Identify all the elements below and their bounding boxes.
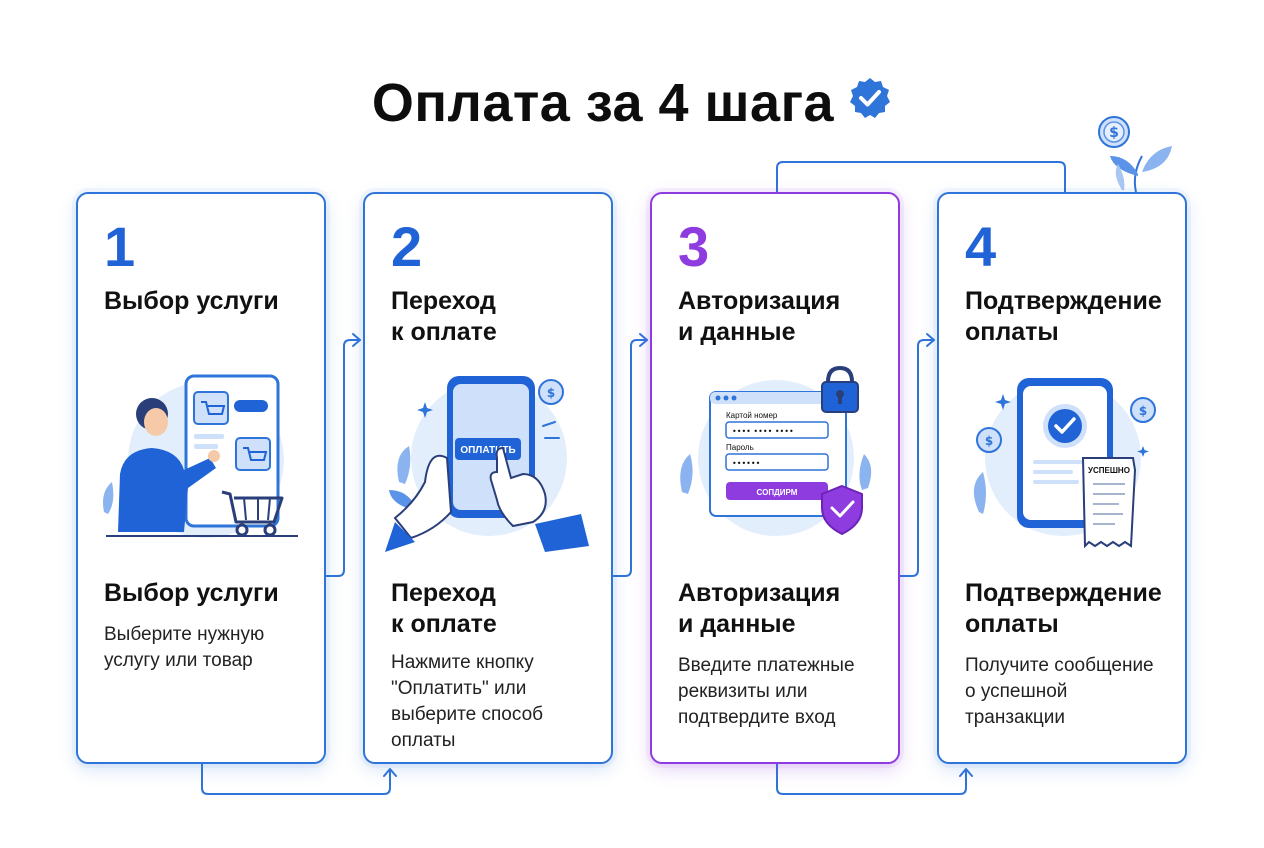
shopping-cart-icon <box>103 374 298 538</box>
receipt-status-label: УСПЕШНО <box>1088 466 1130 475</box>
secure-login-icon: Картой номер •••• •••• •••• Пароль •••••… <box>680 365 872 536</box>
pay-button-label: ОПЛАТИТЬ <box>460 445 515 456</box>
step-description: Нажмите кнопку "Оплатить" или выберите с… <box>391 652 544 751</box>
card-number-label: Картой номер <box>726 411 778 420</box>
svg-text:$: $ <box>1139 404 1147 418</box>
connector-3-4-side <box>899 339 935 577</box>
connector-1-2-bottom <box>201 763 391 795</box>
verified-badge-icon <box>850 78 891 118</box>
step-card-1: 1 Выбор услуги Выбор услуги Выберите нуж… <box>76 192 326 764</box>
step-heading: Выбор услуги <box>104 287 279 315</box>
step-description: Введите платежные реквизиты или подтверд… <box>678 655 855 728</box>
step-card-2: 2 Переход к оплате ОПЛАТИТЬ $ Переход к … <box>363 192 613 764</box>
step-description: Получите сообщение о успешной транзакции <box>965 655 1154 728</box>
confirm-button-label: СОПДИРМ <box>757 488 798 497</box>
connector-2-3-side <box>612 339 648 577</box>
password-value: •••••• <box>732 459 760 468</box>
step-heading: Переход к оплате <box>391 287 497 346</box>
coin-leaves-icon: $ <box>1098 116 1172 193</box>
step-card-4: 4 Подтверждение оплаты УСПЕШНО $ $ Подтв… <box>937 192 1187 764</box>
step-heading: Подтверждение оплаты <box>965 287 1162 346</box>
connector-1-2-side <box>325 339 361 577</box>
step-number: 3 <box>678 215 710 278</box>
password-label: Пароль <box>726 443 754 452</box>
step-subtitle: Переход к оплате <box>391 579 497 638</box>
step-number: 2 <box>391 215 423 278</box>
card-number-value: •••• •••• •••• <box>732 427 794 436</box>
step-number: 1 <box>104 215 136 278</box>
page-title: Оплата за 4 шага <box>0 72 1264 134</box>
connector-3-4-top <box>776 161 1066 193</box>
step-description: Выберите нужную услугу или товар <box>104 624 265 671</box>
payment-success-icon: УСПЕШНО $ $ <box>973 378 1156 549</box>
step-subtitle: Подтверждение оплаты <box>965 579 1162 638</box>
step-subtitle: Авторизация и данные <box>678 579 841 638</box>
svg-text:$: $ <box>1109 125 1119 141</box>
connector-3-4-bottom <box>776 763 967 795</box>
step-card-3: 3 Авторизация и данные Картой номер ••••… <box>650 192 900 764</box>
step-number: 4 <box>965 215 997 278</box>
title-text: Оплата за 4 шага <box>371 73 835 133</box>
step-subtitle: Выбор услуги <box>104 579 279 607</box>
svg-text:$: $ <box>985 434 993 448</box>
step-heading: Авторизация и данные <box>678 287 841 346</box>
svg-text:$: $ <box>547 386 555 400</box>
smartphone-pay-icon: ОПЛАТИТЬ $ <box>385 376 589 552</box>
